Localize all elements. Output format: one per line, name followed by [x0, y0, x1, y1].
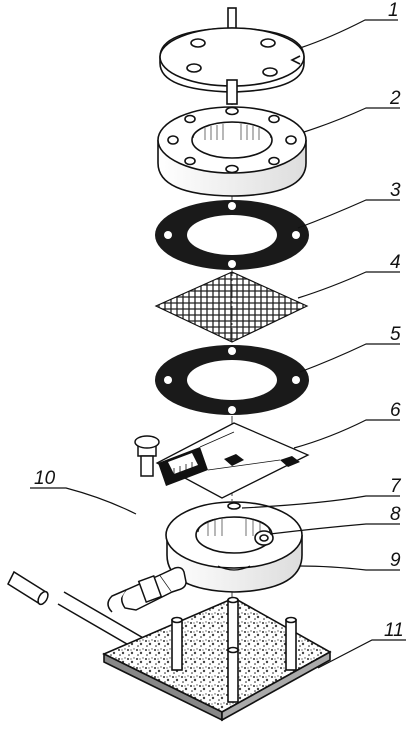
callout-2: 2	[303, 88, 401, 133]
callout-8: 8	[269, 504, 401, 535]
part-3-gasket	[155, 200, 309, 270]
callout-9: 9	[299, 550, 401, 571]
callout-label-6: 6	[390, 400, 401, 421]
callout-1: 1	[299, 0, 399, 49]
callout-7: 7	[241, 476, 402, 509]
callout-label-5: 5	[390, 324, 401, 345]
callout-label-9: 9	[390, 550, 401, 571]
callout-11: 11	[317, 620, 406, 669]
callout-label-4: 4	[390, 252, 401, 273]
part-9-base-ring	[165, 501, 303, 593]
part-6-sample-plate	[155, 422, 310, 499]
callout-5: 5	[299, 324, 401, 373]
callout-label-1: 1	[388, 0, 399, 21]
callout-10: 10	[30, 468, 137, 515]
part-5-gasket	[155, 345, 309, 415]
callout-3: 3	[297, 180, 401, 229]
callout-4: 4	[297, 252, 401, 299]
callout-label-8: 8	[390, 504, 401, 525]
part-4-mesh-screen	[154, 271, 309, 343]
callout-label-2: 2	[389, 88, 401, 109]
part-11-base-block	[102, 596, 332, 722]
part-10-valve	[107, 435, 187, 613]
part-1-cover-plate	[159, 7, 305, 105]
callout-label-10: 10	[34, 468, 56, 489]
part-2-flange-ring	[157, 106, 307, 197]
callout-label-3: 3	[390, 180, 401, 201]
callout-label-7: 7	[390, 476, 402, 497]
part-7-port	[227, 502, 241, 510]
callout-label-11: 11	[384, 620, 404, 641]
callout-6: 6	[293, 400, 401, 449]
